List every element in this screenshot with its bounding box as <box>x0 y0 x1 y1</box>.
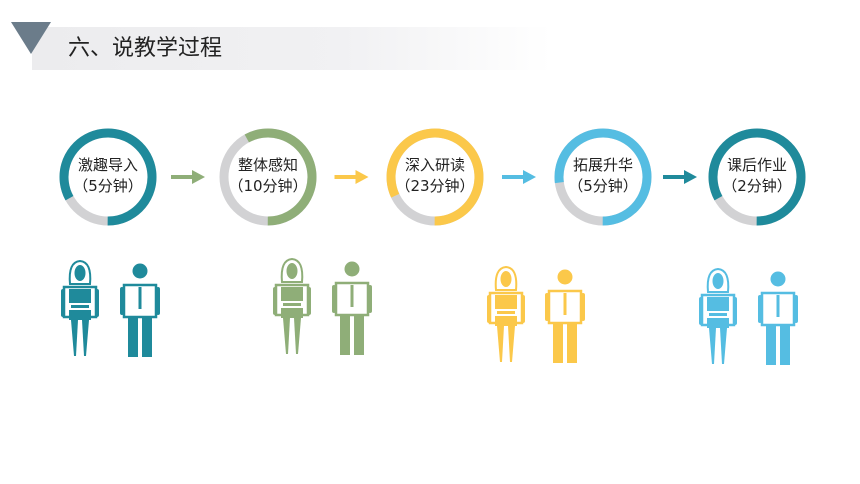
step-name: 拓展升华 <box>572 156 633 174</box>
step-label-1: 激趣导入 （5分钟） <box>58 155 158 197</box>
man-icon <box>120 263 160 357</box>
step-duration: （5分钟） <box>568 177 638 195</box>
progress-ring-arc <box>59 128 157 226</box>
woman-icon <box>61 259 99 356</box>
man-icon <box>758 271 798 365</box>
woman-icon <box>487 265 525 362</box>
step-2 <box>219 128 317 226</box>
arrow-right-icon <box>502 170 536 184</box>
step-duration: （10分钟） <box>228 177 308 195</box>
step-name: 课后作业 <box>726 156 787 174</box>
page-title: 六、说教学过程 <box>68 36 223 61</box>
step-duration: （2分钟） <box>722 177 792 195</box>
step-1 <box>59 128 157 226</box>
man-icon <box>545 269 585 363</box>
title-band <box>32 27 552 70</box>
man-icon <box>332 261 372 355</box>
progress-ring-arc <box>219 128 317 226</box>
step-label-3: 深入研读 （23分钟） <box>385 155 485 197</box>
corner-triangle-icon <box>11 22 51 54</box>
step-5 <box>708 128 806 226</box>
step-name: 整体感知 <box>237 156 298 174</box>
woman-icon <box>699 267 737 364</box>
arrow-right-icon <box>663 170 697 184</box>
progress-ring-arc <box>708 128 806 226</box>
woman-icon <box>273 257 311 354</box>
arrow-right-icon <box>171 170 205 184</box>
progress-ring-arc <box>554 128 652 226</box>
step-duration: （5分钟） <box>73 177 143 195</box>
step-label-2: 整体感知 （10分钟） <box>218 155 318 197</box>
step-label-4: 拓展升华 （5分钟） <box>553 155 653 197</box>
step-duration: （23分钟） <box>395 177 475 195</box>
step-label-5: 课后作业 （2分钟） <box>707 155 807 197</box>
step-name: 激趣导入 <box>77 156 138 174</box>
step-name: 深入研读 <box>404 156 465 174</box>
arrow-right-icon <box>334 170 369 184</box>
step-4 <box>554 128 652 226</box>
progress-ring-arc <box>386 128 484 226</box>
step-3 <box>386 128 484 226</box>
